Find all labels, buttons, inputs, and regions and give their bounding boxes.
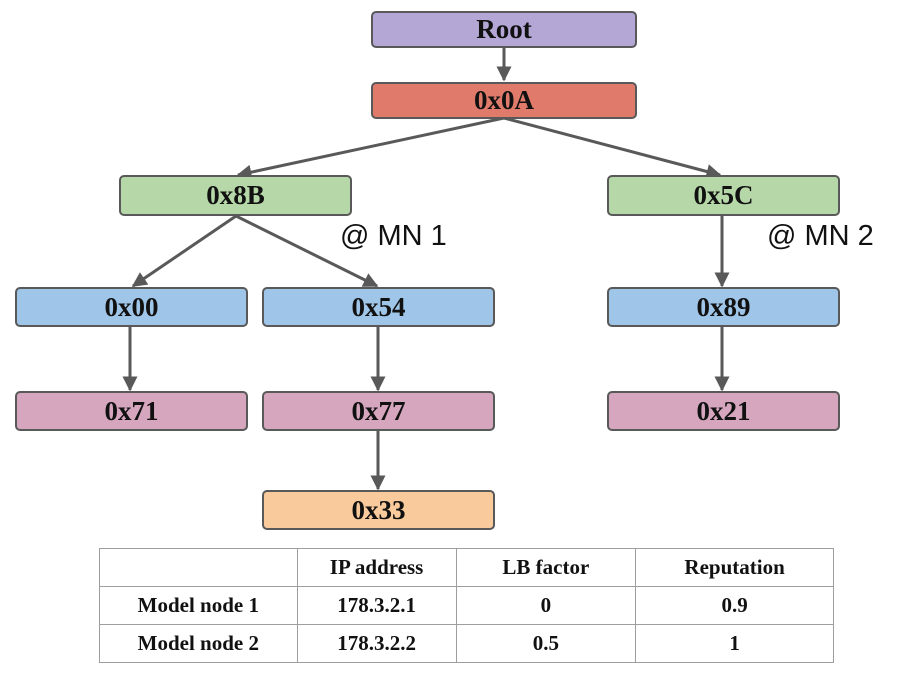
node-0x77: 0x77 — [262, 391, 495, 431]
node-0x33: 0x33 — [262, 490, 495, 530]
node-0x71: 0x71 — [15, 391, 248, 431]
lb-factor-cell: 0.5 — [455, 624, 637, 663]
edge-0x8b-0x54 — [235, 214, 379, 288]
header-cell-empty — [99, 548, 298, 587]
node-0x0a: 0x0A — [371, 82, 637, 119]
table-row: Model node 2 178.3.2.2 0.5 1 — [99, 624, 834, 663]
edge-0x8b-0x00 — [131, 214, 237, 288]
edge-0x0a-0x5c — [503, 116, 722, 179]
ip-address-cell: 178.3.2.1 — [296, 586, 457, 625]
node-0x8b: 0x8B — [119, 175, 352, 216]
node-0x21: 0x21 — [607, 391, 840, 431]
edge-0x0a-0x8b — [236, 116, 505, 180]
mn1-annotation: @ MN 1 — [340, 220, 447, 252]
header-lb-factor: LB factor — [455, 548, 637, 587]
node-root: Root — [371, 11, 637, 48]
table-row: Model node 1 178.3.2.1 0 0.9 — [99, 586, 834, 625]
ip-address-cell: 178.3.2.2 — [296, 624, 457, 663]
node-0x00: 0x00 — [15, 287, 248, 327]
reputation-cell: 0.9 — [635, 586, 834, 625]
trie-diagram: Root 0x0A 0x8B 0x5C @ MN 1 @ MN 2 0x00 0… — [15, 11, 874, 530]
reputation-cell: 1 — [635, 624, 834, 663]
model-node-table: IP address LB factor Reputation Model no… — [99, 548, 834, 663]
node-0x89: 0x89 — [607, 287, 840, 327]
header-reputation: Reputation — [635, 548, 834, 587]
mn2-annotation: @ MN 2 — [767, 220, 874, 252]
node-0x54: 0x54 — [262, 287, 495, 327]
header-ip-address: IP address — [296, 548, 457, 587]
lb-factor-cell: 0 — [455, 586, 637, 625]
node-0x5c: 0x5C — [607, 175, 840, 216]
row-label: Model node 2 — [99, 624, 298, 663]
edges — [122, 48, 730, 491]
table-header-row: IP address LB factor Reputation — [99, 548, 834, 587]
row-label: Model node 1 — [99, 586, 298, 625]
